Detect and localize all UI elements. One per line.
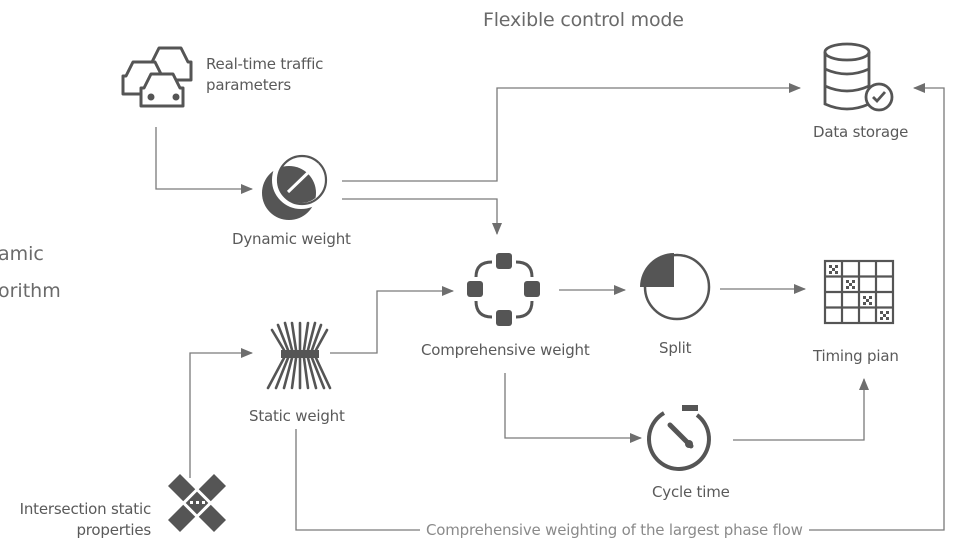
bottom-connector-label: Comprehensive weighting of the largest p…	[420, 521, 809, 539]
realtime-label-line1: Real-time traffic	[206, 55, 324, 73]
connector-static-to-comprehensive	[330, 286, 454, 354]
timing-plan-label: Timing pian	[813, 347, 899, 365]
cycle-time-label: Cycle time	[652, 483, 730, 501]
connector-intersection-to-static	[189, 348, 253, 478]
intersection-label-line1: Intersection static	[19, 500, 152, 518]
connector-cycle-to-timing	[733, 378, 869, 441]
connector-dynamic-to-comprehensive	[342, 198, 502, 235]
connector-dynamic-to-storage	[342, 83, 801, 182]
intersection-icon	[168, 474, 226, 532]
database-check-icon	[823, 42, 894, 112]
side-text-line2: orithm	[0, 280, 61, 302]
split-label: Split	[659, 339, 692, 357]
connector-comprehensive-to-cycle	[504, 373, 642, 443]
timer-icon	[646, 405, 711, 471]
dynamic-weight-icon	[262, 151, 330, 220]
connector-realtime-to-dynamic	[155, 127, 253, 194]
realtime-label-line2: parameters	[206, 76, 292, 94]
cars-icon	[121, 46, 193, 108]
dynamic-weight-label: Dynamic weight	[232, 230, 351, 248]
timing-grid-icon	[823, 259, 895, 325]
side-text-line1: amic	[0, 243, 44, 265]
connector-static-to-storage	[295, 83, 945, 531]
comprehensive-weight-icon	[467, 253, 540, 326]
split-icon	[640, 253, 711, 321]
diagram-title: Flexible control mode	[483, 9, 684, 31]
data-storage-label: Data storage	[813, 123, 909, 141]
intersection-label-line2: properties	[76, 521, 151, 539]
static-weight-icon	[266, 321, 332, 390]
comprehensive-weight-label: Comprehensive weight	[421, 341, 590, 359]
static-weight-label: Static weight	[249, 407, 345, 425]
